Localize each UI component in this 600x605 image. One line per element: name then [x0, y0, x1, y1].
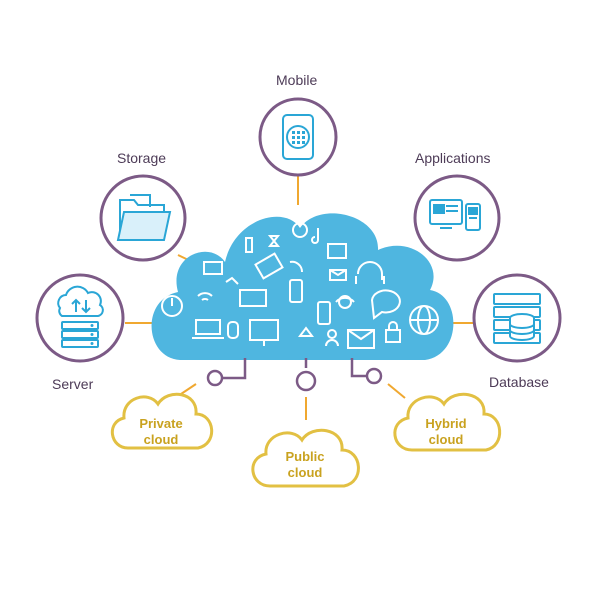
- public-cloud-label-line1: Public: [285, 449, 324, 464]
- node-database: [472, 273, 562, 363]
- mobile-icon: [282, 114, 314, 160]
- applications-label: Applications: [415, 150, 491, 166]
- signal-icon: [289, 260, 304, 273]
- recycle-icon: [298, 326, 314, 337]
- folder-icon-cloud: [239, 289, 267, 307]
- node-server: [35, 273, 125, 363]
- refresh-icon: [225, 276, 239, 285]
- hybrid-connector: [387, 383, 406, 399]
- device-icons: [161, 222, 439, 349]
- cloud-ports: [206, 358, 383, 392]
- power-icon: [161, 295, 183, 317]
- monitor-icon-small: [203, 261, 223, 275]
- laptop-icon: [195, 319, 221, 335]
- applications-icon: [429, 199, 481, 231]
- wifi-icon: [197, 292, 213, 301]
- database-label: Database: [489, 374, 549, 390]
- battery-icon: [245, 237, 253, 253]
- server-ring: [35, 273, 125, 363]
- central-cloud: [151, 213, 454, 392]
- headphones-icon: [355, 261, 385, 284]
- private-cloud: Private cloud: [111, 392, 214, 450]
- tablet-icon: [254, 252, 284, 280]
- hybrid-cloud-label-line1: Hybrid: [425, 416, 466, 431]
- private-cloud-label-line2: cloud: [144, 432, 179, 447]
- gear-icon: [292, 222, 308, 238]
- server-label: Server: [52, 376, 94, 392]
- private-cloud-label-line1: Private: [139, 416, 182, 431]
- mobile-label: Mobile: [276, 72, 318, 88]
- hourglass-icon: [267, 235, 281, 247]
- phone-icon: [317, 301, 331, 325]
- broadcast-icon: [338, 295, 352, 309]
- private-cloud-shape: [111, 392, 214, 450]
- email-icon-small: [329, 269, 347, 281]
- public-cloud-shape: [251, 428, 360, 488]
- user-icon: [327, 329, 337, 339]
- microphone-icon: [227, 321, 239, 339]
- calendar-icon: [327, 243, 347, 259]
- public-cloud-label-line2: cloud: [288, 465, 323, 480]
- music-note-icon: [311, 228, 319, 244]
- node-storage: [99, 174, 187, 262]
- lock-icon: [385, 329, 401, 343]
- storage-label: Storage: [117, 150, 167, 166]
- remote-icon: [289, 279, 303, 303]
- public-cloud: Public cloud: [251, 428, 360, 488]
- hybrid-cloud-shape: [393, 392, 502, 452]
- hybrid-cloud: Hybrid cloud: [393, 392, 502, 452]
- database-icon: [493, 293, 541, 344]
- node-mobile: [258, 97, 338, 177]
- hybrid-cloud-label-line2: cloud: [429, 432, 464, 447]
- applications-ring: [413, 174, 501, 262]
- server-icon: [57, 285, 104, 348]
- chat-icon: [370, 289, 401, 320]
- folder-icon: [116, 194, 172, 241]
- envelope-icon: [347, 329, 375, 349]
- node-applications: [413, 174, 501, 262]
